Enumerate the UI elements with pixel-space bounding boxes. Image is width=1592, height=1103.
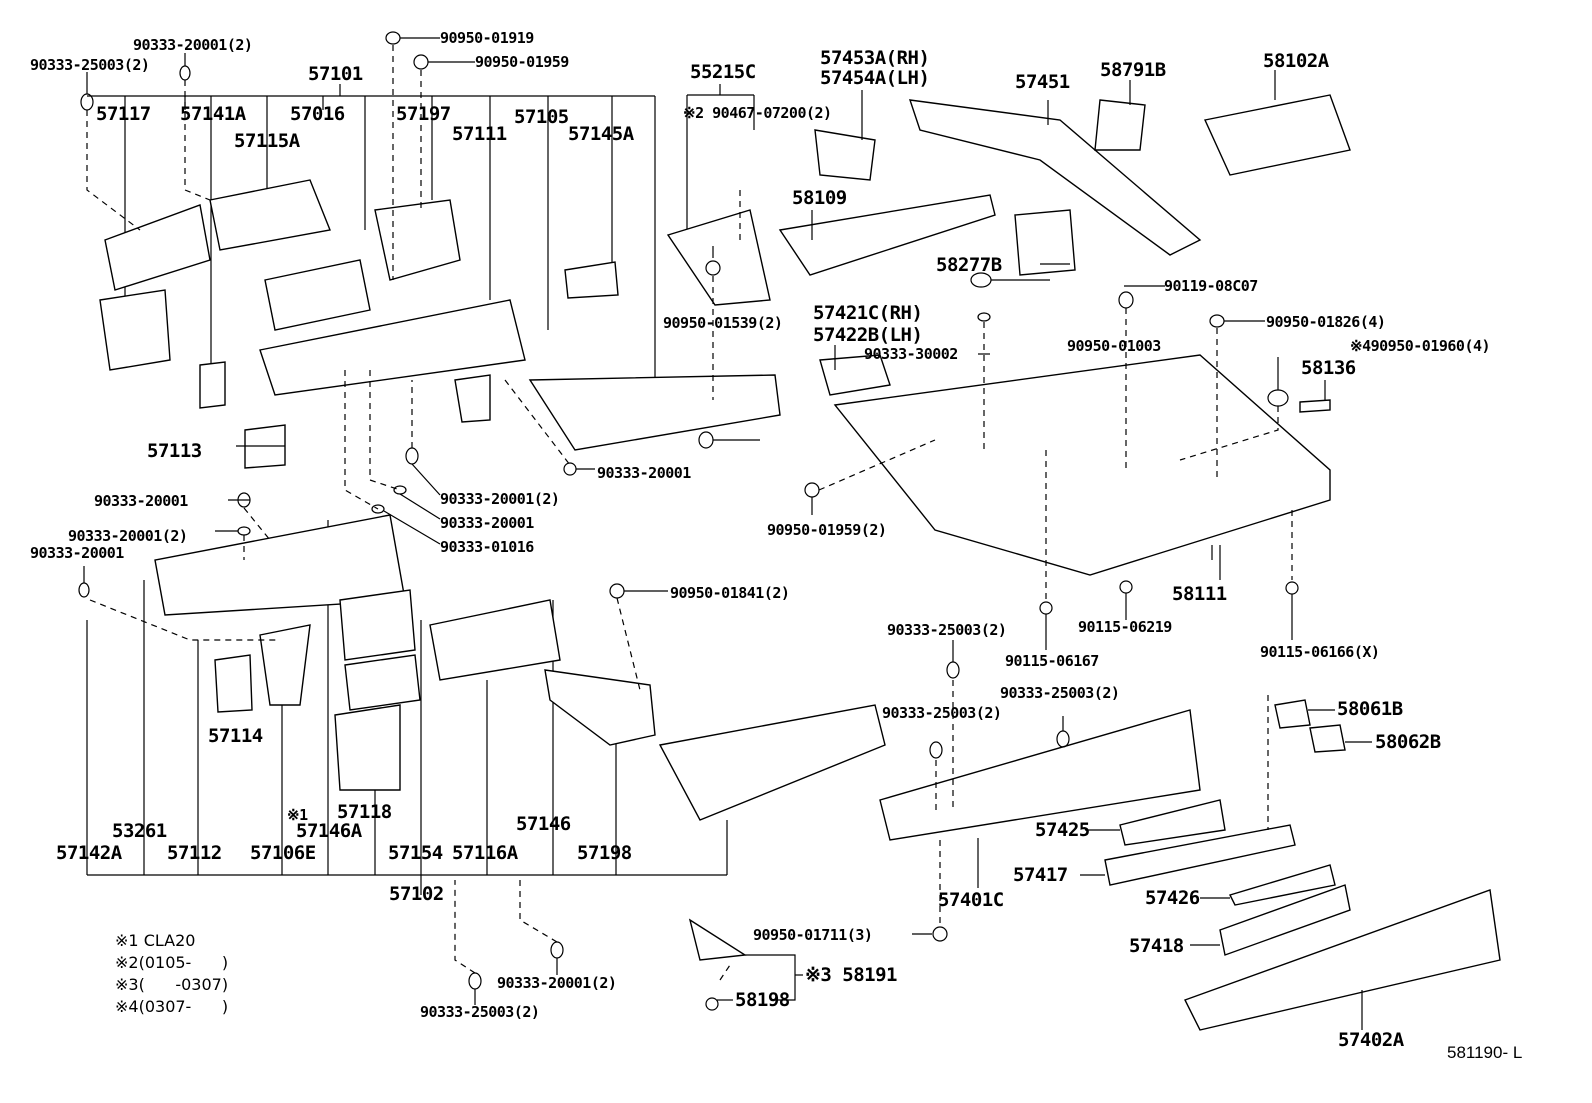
label-57418[interactable]: 57418 bbox=[1129, 935, 1184, 957]
label-57106E[interactable]: 57106E bbox=[250, 842, 316, 864]
label-58061B[interactable]: 58061B bbox=[1337, 698, 1403, 720]
label-58062B[interactable]: 58062B bbox=[1375, 731, 1441, 753]
label-90950-01919[interactable]: 90950-01919 bbox=[440, 29, 534, 47]
label-57114[interactable]: 57114 bbox=[208, 725, 263, 747]
label-90119-08C07[interactable]: 90119-08C07 bbox=[1164, 277, 1258, 295]
label-57401C[interactable]: 57401C bbox=[938, 889, 1004, 911]
note-2: ※2(0105- ) bbox=[115, 953, 229, 972]
label-57197[interactable]: 57197 bbox=[396, 103, 451, 125]
label-90950-01826[interactable]: 90950-01826(4) bbox=[1266, 313, 1386, 331]
label-90333-25003-top[interactable]: 90333-25003(2) bbox=[30, 56, 150, 74]
label-57118[interactable]: 57118 bbox=[337, 801, 392, 823]
label-90333-20001-r[interactable]: 90333-20001 bbox=[597, 464, 691, 482]
label-90333-25003-c[interactable]: 90333-25003(2) bbox=[882, 704, 1002, 722]
note-4: ※4(0307- ) bbox=[115, 997, 229, 1016]
label-57101[interactable]: 57101 bbox=[308, 63, 363, 85]
label-57451[interactable]: 57451 bbox=[1015, 71, 1070, 93]
label-90333-25003-b[interactable]: 90333-25003(2) bbox=[1000, 684, 1120, 702]
label-90950-01841[interactable]: 90950-01841(2) bbox=[670, 584, 790, 602]
label-note-1-marker: ※1 bbox=[287, 806, 308, 824]
label-90333-30002[interactable]: 90333-30002 bbox=[864, 345, 958, 363]
label-57016[interactable]: 57016 bbox=[290, 103, 345, 125]
leader-lines bbox=[83, 37, 1372, 1030]
label-58102A[interactable]: 58102A bbox=[1263, 50, 1329, 72]
label-90115-06219[interactable]: 90115-06219 bbox=[1078, 618, 1172, 636]
label-57146[interactable]: 57146 bbox=[516, 813, 571, 835]
label-57115A[interactable]: 57115A bbox=[234, 130, 300, 152]
label-57425[interactable]: 57425 bbox=[1035, 819, 1090, 841]
label-57426[interactable]: 57426 bbox=[1145, 887, 1200, 909]
label-57116A[interactable]: 57116A bbox=[452, 842, 518, 864]
assembly-55215C-bracket bbox=[686, 84, 755, 240]
label-90950-01539[interactable]: 90950-01539(2) bbox=[663, 314, 783, 332]
label-57117[interactable]: 57117 bbox=[96, 103, 151, 125]
label-90950-01711[interactable]: 90950-01711(3) bbox=[753, 926, 873, 944]
label-90333-20001-c1[interactable]: 90333-20001(2) bbox=[440, 490, 560, 508]
label-57453A[interactable]: 57453A(RH) bbox=[820, 47, 930, 69]
label-57421C[interactable]: 57421C(RH) bbox=[813, 302, 923, 324]
part-shapes bbox=[99, 94, 1501, 1031]
label-57146A[interactable]: 57146A bbox=[296, 820, 362, 842]
label-57422B[interactable]: 57422B(LH) bbox=[813, 324, 923, 346]
label-55215C[interactable]: 55215C bbox=[690, 61, 756, 83]
label-58277B[interactable]: 58277B bbox=[936, 254, 1002, 276]
label-57154[interactable]: 57154 bbox=[388, 842, 443, 864]
label-57417[interactable]: 57417 bbox=[1013, 864, 1068, 886]
label-90333-01016[interactable]: 90333-01016 bbox=[440, 538, 534, 556]
label-58136[interactable]: 58136 bbox=[1301, 357, 1356, 379]
label-57102[interactable]: 57102 bbox=[389, 883, 444, 905]
label-57105[interactable]: 57105 bbox=[514, 106, 569, 128]
assembly-57101-bracket bbox=[87, 84, 656, 410]
dashed-guides bbox=[86, 45, 1293, 981]
illustration-code: 581190- L bbox=[1447, 1043, 1523, 1062]
label-90950-01959-2[interactable]: 90950-01959(2) bbox=[767, 521, 887, 539]
label-90950-01959[interactable]: 90950-01959 bbox=[475, 53, 569, 71]
label-58109[interactable]: 58109 bbox=[792, 187, 847, 209]
label-58191[interactable]: ※3 58191 bbox=[805, 964, 898, 986]
label-57198[interactable]: 57198 bbox=[577, 842, 632, 864]
label-90115-06166[interactable]: 90115-06166(X) bbox=[1260, 643, 1380, 661]
label-90333-20001-mid3[interactable]: 90333-20001 bbox=[30, 544, 124, 562]
label-57142A[interactable]: 57142A bbox=[56, 842, 122, 864]
label-57112[interactable]: 57112 bbox=[167, 842, 222, 864]
label-90333-25003-a[interactable]: 90333-25003(2) bbox=[887, 621, 1007, 639]
label-57141A[interactable]: 57141A bbox=[180, 103, 246, 125]
label-58111[interactable]: 58111 bbox=[1172, 583, 1227, 605]
label-90333-20001-c2[interactable]: 90333-20001 bbox=[440, 514, 534, 532]
label-90467-07200[interactable]: ※2 90467-07200(2) bbox=[683, 104, 832, 122]
label-57402A[interactable]: 57402A bbox=[1338, 1029, 1404, 1051]
label-90333-25003-bot[interactable]: 90333-25003(2) bbox=[420, 1003, 540, 1021]
label-90333-20001-bot[interactable]: 90333-20001(2) bbox=[497, 974, 617, 992]
label-90333-20001-top[interactable]: 90333-20001(2) bbox=[133, 36, 253, 54]
label-53261[interactable]: 53261 bbox=[112, 820, 167, 842]
label-57111[interactable]: 57111 bbox=[452, 123, 507, 145]
note-3: ※3( -0307) bbox=[115, 975, 229, 994]
label-58791B[interactable]: 58791B bbox=[1100, 59, 1166, 81]
label-57113[interactable]: 57113 bbox=[147, 440, 202, 462]
label-90115-06167[interactable]: 90115-06167 bbox=[1005, 652, 1099, 670]
label-90950-01960[interactable]: ※490950-01960(4) bbox=[1350, 337, 1491, 355]
label-90950-01003[interactable]: 90950-01003 bbox=[1067, 337, 1161, 355]
label-57145A[interactable]: 57145A bbox=[568, 123, 634, 145]
label-90333-20001-mid2[interactable]: 90333-20001(2) bbox=[68, 527, 188, 545]
label-90333-20001-mid1[interactable]: 90333-20001 bbox=[94, 492, 188, 510]
label-57454A[interactable]: 57454A(LH) bbox=[820, 67, 930, 89]
label-58198[interactable]: 58198 bbox=[735, 989, 790, 1011]
note-1: ※1 CLA20 bbox=[115, 931, 196, 950]
